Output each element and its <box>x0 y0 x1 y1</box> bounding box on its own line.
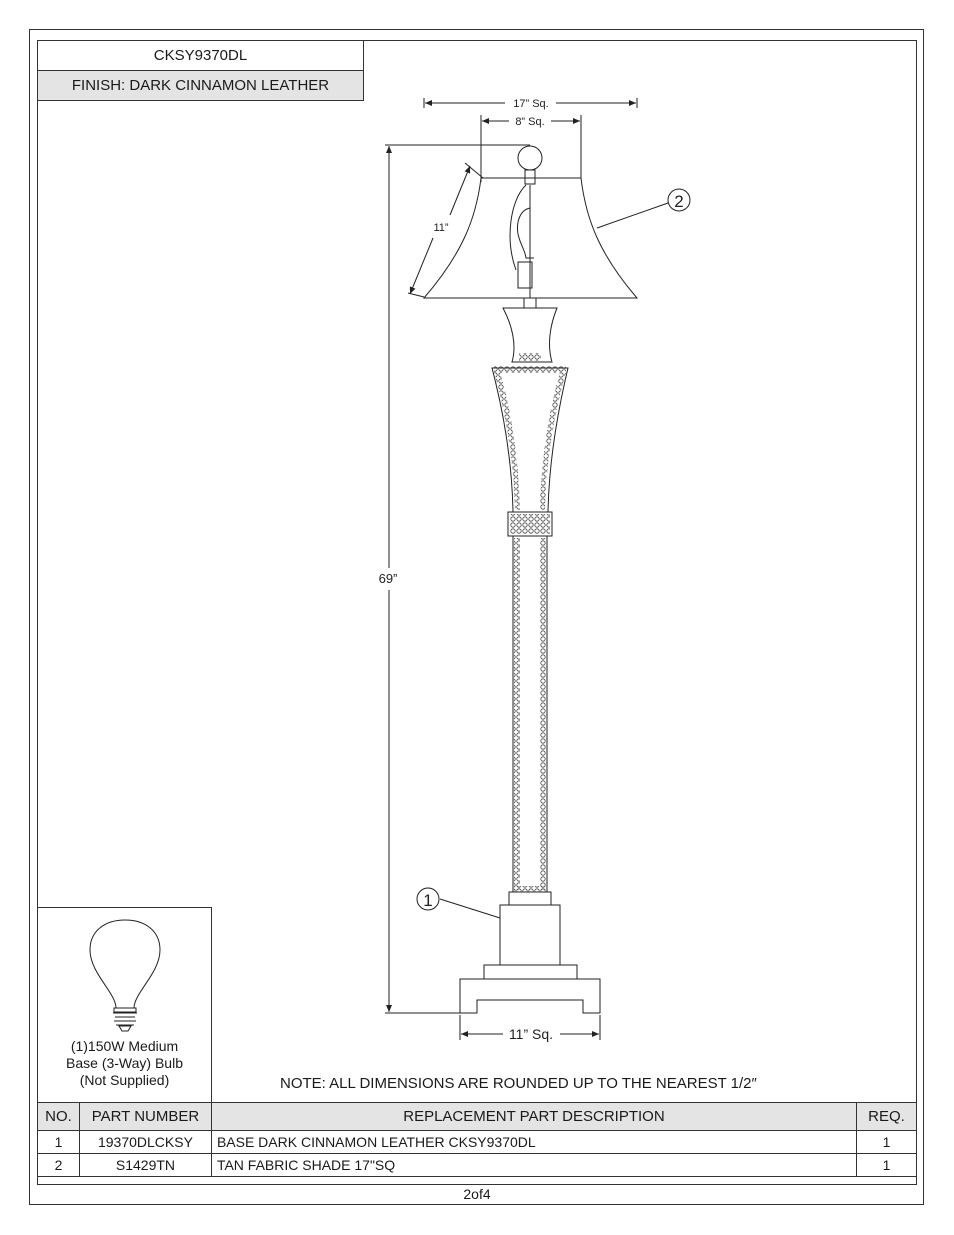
row-description: BASE DARK CINNAMON LEATHER CKSY9370DL <box>210 1130 858 1154</box>
row-req: 1 <box>856 1153 917 1177</box>
callout-2-leader <box>596 202 669 229</box>
callout-1-label: 1 <box>423 891 432 910</box>
base-block <box>499 904 561 966</box>
bulb-line-2: Base (3-Way) Bulb <box>66 1055 183 1071</box>
bead-trim <box>494 353 566 892</box>
bulb-line-1: (1)150W Medium <box>70 1038 179 1054</box>
lamp-neck <box>523 297 537 309</box>
column-foot <box>508 891 552 906</box>
table-row: 2 S1429TN TAN FABRIC SHADE 17"SQ 1 <box>37 1153 917 1177</box>
row-part-number: S1429TN <box>78 1153 212 1177</box>
row-description: TAN FABRIC SHADE 17"SQ <box>210 1153 858 1177</box>
lamp-shade <box>422 177 639 299</box>
dim-base-label: 11” Sq. <box>509 1026 553 1042</box>
model-number-header: CKSY9370DL <box>37 40 364 71</box>
callout-1-circle <box>416 887 440 911</box>
parts-table-header: NO. PART NUMBER REPLACEMENT PART DESCRIP… <box>37 1102 917 1131</box>
table-row: 1 19370DLCKSY BASE DARK CINNAMON LEATHER… <box>37 1130 917 1154</box>
upper-vase <box>502 307 558 363</box>
dim-17-label: 17” Sq. <box>513 98 548 110</box>
finial <box>517 145 543 171</box>
dim-8-label: 8” Sq. <box>515 116 544 128</box>
callout-2-circle <box>667 188 691 212</box>
dim-11-line-top <box>449 165 471 216</box>
finish-header: FINISH: DARK CINNAMON LEATHER <box>37 70 364 101</box>
dim-11-ext-top <box>464 162 484 179</box>
harp-wire <box>509 184 527 271</box>
bulb-icon <box>89 919 161 1032</box>
col-part-number: PART NUMBER <box>78 1102 212 1131</box>
dim-11-line-bottom <box>409 237 434 295</box>
base-foot <box>459 978 601 1014</box>
bulb-panel: (1)150W Medium Base (3-Way) Bulb (Not Su… <box>37 907 212 1103</box>
page-border-inner <box>37 40 917 1185</box>
bulb-description: (1)150W Medium Base (3-Way) Bulb (Not Su… <box>38 1038 211 1089</box>
bulb-line-3: (Not Supplied) <box>79 1072 170 1088</box>
col-req: REQ. <box>856 1102 917 1131</box>
row-req: 1 <box>856 1130 917 1154</box>
dimensions-note: NOTE: ALL DIMENSIONS ARE ROUNDED UP TO T… <box>280 1075 757 1092</box>
page-number: 2of4 <box>463 1186 491 1202</box>
page-border-outer <box>29 29 924 1205</box>
base-plinth <box>483 964 578 980</box>
callout-2-label: 2 <box>674 192 683 211</box>
socket <box>517 261 533 289</box>
harp-top <box>524 169 536 185</box>
row-no: 1 <box>37 1130 80 1154</box>
parts-table: NO. PART NUMBER REPLACEMENT PART DESCRIP… <box>37 1102 917 1177</box>
row-part-number: 19370DLCKSY <box>78 1130 212 1154</box>
row-no: 2 <box>37 1153 80 1177</box>
dim-69-label: 69” <box>379 571 398 586</box>
shade-bulb <box>517 207 534 259</box>
col-no: NO. <box>37 1102 80 1131</box>
col-description: REPLACEMENT PART DESCRIPTION <box>210 1102 858 1131</box>
callout-1-leader <box>439 898 501 919</box>
dim-11-label: 11” <box>433 222 448 234</box>
